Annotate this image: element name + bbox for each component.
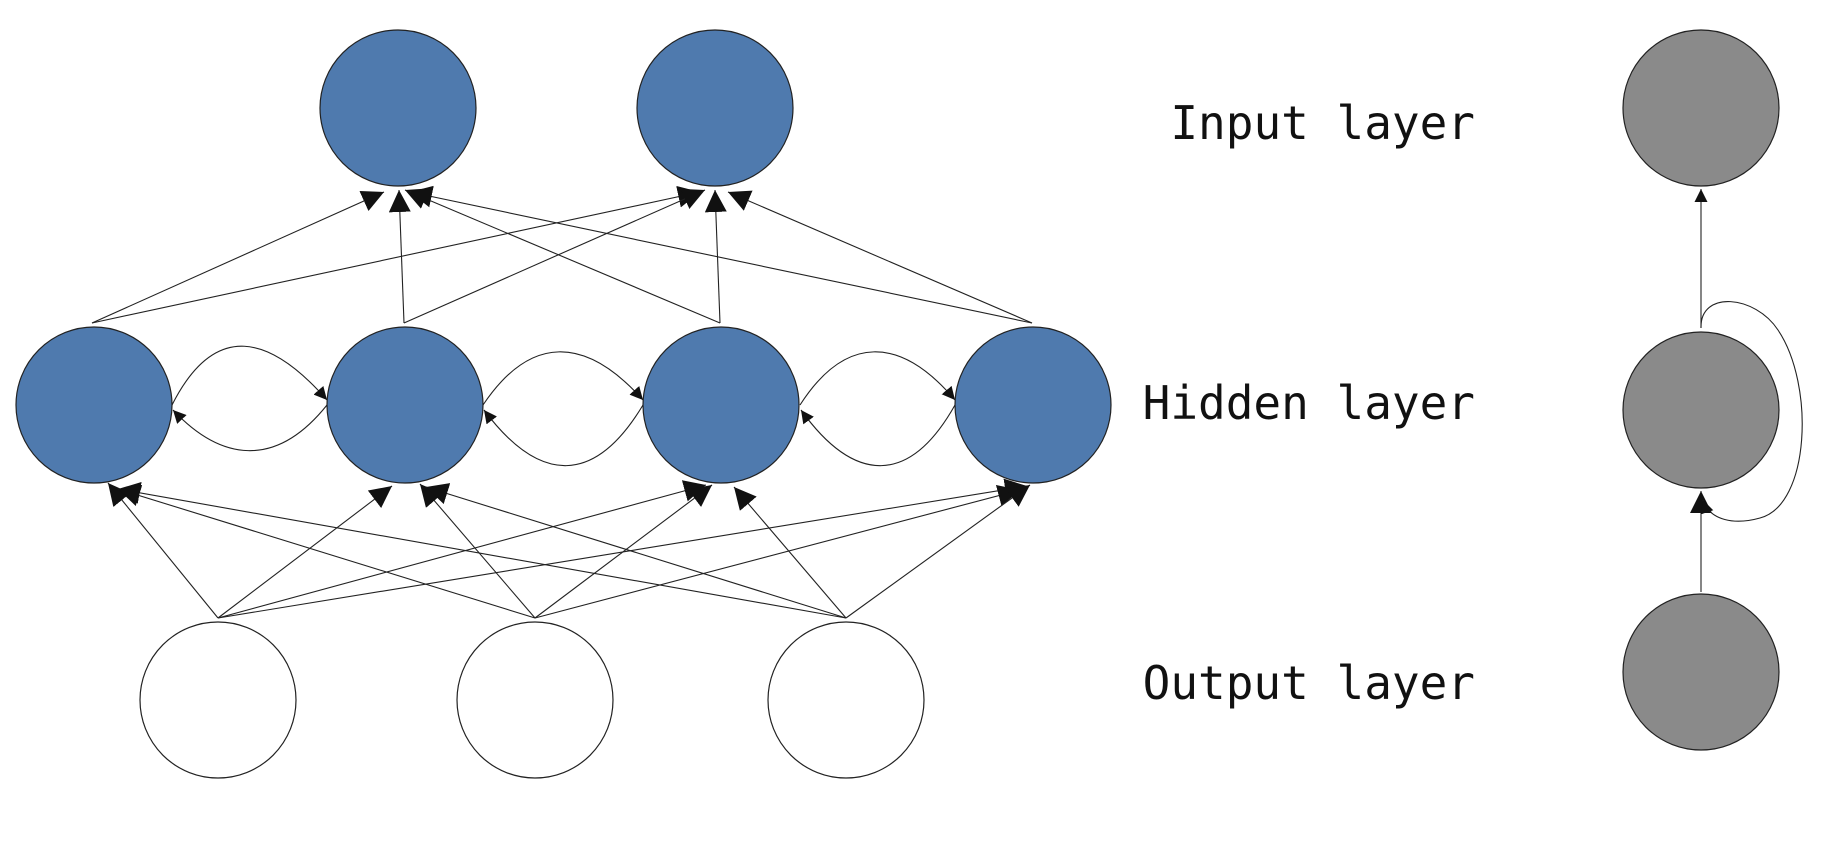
bottom-node xyxy=(139,621,297,779)
recurrent-edge xyxy=(799,351,956,406)
edges-recurrent-hidden xyxy=(171,345,956,467)
folded-network xyxy=(1622,29,1803,751)
bottom-layer-nodes xyxy=(139,621,925,779)
edge xyxy=(845,484,1031,619)
edge xyxy=(733,486,847,619)
recurrent-edge xyxy=(172,404,328,452)
hidden-layer-nodes xyxy=(15,326,1112,484)
recurrent-edge xyxy=(800,404,956,467)
recurrent-edge xyxy=(483,404,644,467)
folded-bottom-node xyxy=(1622,593,1780,751)
input-layer-label: Input layer xyxy=(1170,96,1475,150)
edge xyxy=(704,189,727,324)
hidden-node xyxy=(326,326,484,484)
edge xyxy=(534,484,713,619)
edge xyxy=(217,485,393,619)
bottom-node xyxy=(767,621,925,779)
edge xyxy=(409,185,1033,324)
folded-hidden-node xyxy=(1622,331,1780,489)
edges-bottom-to-hidden xyxy=(107,478,1031,619)
edge xyxy=(727,190,1033,324)
edge xyxy=(117,484,536,619)
top-node xyxy=(636,29,794,187)
edge xyxy=(117,482,847,619)
edge xyxy=(404,188,721,324)
edge xyxy=(91,190,385,324)
edge xyxy=(425,483,847,619)
hidden-node xyxy=(642,326,800,484)
hidden-node xyxy=(954,326,1112,484)
edge xyxy=(419,483,536,619)
edge xyxy=(534,484,1021,619)
edge xyxy=(217,480,707,619)
top-layer-nodes xyxy=(319,29,794,187)
hidden-layer-label: Hidden layer xyxy=(1143,376,1475,430)
edge xyxy=(403,188,706,324)
output-layer-label: Output layer xyxy=(1143,656,1475,710)
self-loop-edge xyxy=(1700,301,1803,522)
folded-top-node xyxy=(1622,29,1780,187)
recurrent-edge xyxy=(482,351,644,406)
bottom-node xyxy=(456,621,614,779)
top-node xyxy=(319,29,477,187)
edge xyxy=(91,185,701,324)
edges-hidden-to-top xyxy=(91,185,1033,324)
hidden-node xyxy=(15,326,173,484)
recurrent-edge xyxy=(171,345,328,406)
